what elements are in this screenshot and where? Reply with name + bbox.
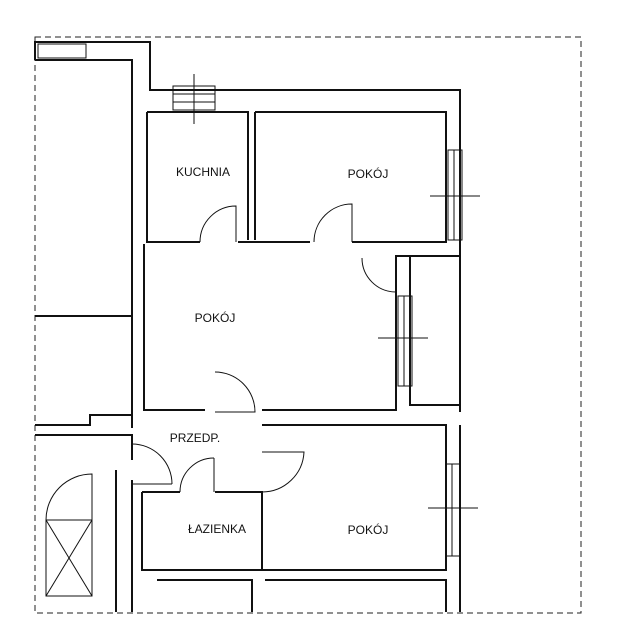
door-stair xyxy=(45,473,93,521)
label-room-bottom: POKÓJ xyxy=(348,522,389,537)
label-kitchen: KUCHNIA xyxy=(176,165,230,179)
plot-boundary xyxy=(34,36,582,614)
door-room-middle xyxy=(214,371,256,413)
room-top-wall xyxy=(255,111,447,243)
label-hall: PRZEDP. xyxy=(170,431,220,445)
doors xyxy=(45,203,397,521)
windows xyxy=(172,74,480,557)
door-bathroom xyxy=(179,457,215,493)
room-middle-east-wall xyxy=(262,255,460,411)
walls xyxy=(34,41,461,612)
label-room-middle: POKÓJ xyxy=(195,310,236,325)
door-entrance xyxy=(131,443,173,485)
door-balcony xyxy=(361,257,397,293)
balcony-wall xyxy=(409,256,460,406)
left-wall xyxy=(35,59,133,428)
window-room-top xyxy=(447,149,463,241)
room-bottom-wall xyxy=(262,424,447,571)
left-room-bottom-wall xyxy=(35,414,132,426)
bottom-strip-left xyxy=(157,579,253,612)
vent-block-top xyxy=(37,43,87,59)
kitchen-west-wall xyxy=(146,112,200,243)
label-room-top: POKÓJ xyxy=(348,166,389,181)
label-bathroom: ŁAZIENKA xyxy=(188,522,246,536)
bottom-strip-right xyxy=(265,579,447,612)
window-room-bottom xyxy=(445,463,461,557)
room-middle-west-wall xyxy=(143,244,205,411)
hall-west-wall xyxy=(35,434,133,460)
top-wall xyxy=(34,41,461,412)
door-kitchen xyxy=(199,205,237,243)
ventilation-shaft xyxy=(45,519,93,597)
door-room-bottom xyxy=(261,451,305,493)
window-room-middle xyxy=(397,295,413,387)
door-room-top xyxy=(313,203,353,243)
kitchen-wall xyxy=(147,111,249,240)
